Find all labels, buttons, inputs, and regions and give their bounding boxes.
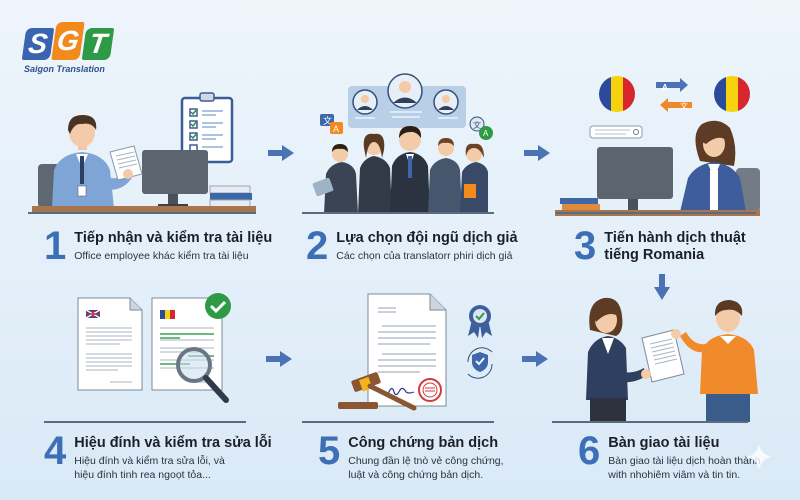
step-5-illustration [330,290,510,415]
step-1-description: Office employee khác kiểm tra tài liệu [74,250,249,262]
romania-flag-icon [160,310,175,319]
certified-badge-icon [468,305,492,338]
step-4-description: Hiệu đính và kiểm tra sửa lỗi, và [74,455,225,467]
uk-flag-icon [85,309,101,319]
step-6-description-line2: with nhohiêm viâm và tin tin. [608,469,741,481]
translator-team-icon: 文 A 文 A [312,73,493,214]
step-1-title: Tiếp nhận và kiểm tra tài liệu [74,230,273,246]
step-6-illustration [580,290,780,422]
step-5-ground-line [302,421,494,423]
romania-flag-icon [714,76,750,112]
sgt-logo: S G T Saigon Translation [21,22,120,74]
step-5-description: Chung đần lệ tnò vẻ công chứng, [348,455,504,467]
svg-text:A: A [662,83,668,92]
step-3-title: Tiến hành dịch thuật [604,230,746,246]
step-4-number: 4 [44,429,67,473]
signature-icon [387,387,415,396]
check-badge-icon [205,293,231,319]
step-6-caption: 6 Bàn giao tài liệu Bàn giao tài liệu dị… [578,431,798,482]
step-2-number: 2 [306,224,329,268]
step-5-description-line2: luật và công chứng bản dịch. [348,469,484,481]
step-2-ground-line [302,212,494,214]
svg-text:文: 文 [473,120,481,130]
romania-flag-icon [599,76,635,112]
step-5-caption: 5 Công chứng bản dịch Chung đần lệ tnò v… [318,431,548,482]
translate-zh-glyph: 文 [323,115,332,126]
step-1-caption: 1 Tiếp nhận và kiểm tra tài liệu Office … [44,226,284,266]
step-4-ground-line [44,421,246,423]
right-arrow-icon [522,351,548,367]
step-2-description: Các chọn của translatorr phiri dịch giả [336,250,513,262]
translator-computer-icon: A 文 [555,76,760,216]
step-4-title: Hiệu đính và kiểm tra sửa lỗi [74,435,272,451]
document-handover-icon [586,297,758,422]
flow-arrow-5-to-6 [522,351,548,372]
step-1-illustration [30,90,270,215]
step-3-caption: 3 Tiến hành dịch thuật tiếng Romania [574,226,794,266]
step-5-title: Công chứng bản dịch [348,435,499,451]
svg-text:文: 文 [680,101,688,111]
svg-text:A: A [333,124,339,134]
step-5-number: 5 [318,429,341,473]
logo-subtitle: Saigon Translation [24,64,105,74]
proofreading-documents-icon [77,293,231,403]
step-2-caption: 2 Lựa chọn đội ngũ dịch giả Các chọn của… [306,226,546,266]
right-arrow-icon [266,351,292,367]
step-3-title-line2: tiếng Romania [604,247,705,263]
sparkle-icon [746,444,772,470]
flow-arrow-3-to-6 [654,274,670,305]
step-2-illustration: 文 A 文 A [300,66,530,214]
logo-letters: S G T [21,22,120,60]
gavel-icon [338,372,417,411]
logo-letter-s: S [21,28,55,60]
logo-letter-g: G [51,22,85,60]
svg-text:A: A [483,129,489,138]
step-4-illustration [70,290,260,415]
seal-icon [418,378,442,402]
step-2-title: Lựa chọn đội ngũ dịch giả [336,230,518,246]
logo-letter-t: T [81,28,115,60]
flow-arrow-2-to-3 [524,145,550,166]
shield-check-icon [467,347,493,379]
down-arrow-icon [654,274,670,300]
step-4-caption: 4 Hiệu đính và kiểm tra sửa lỗi Hiệu đín… [44,431,294,482]
office-employee-icon [32,92,256,213]
flow-arrow-1-to-2 [268,145,294,166]
step-3-ground-line [556,212,756,214]
flow-arrow-4-to-5 [266,351,292,372]
notarization-icon [338,293,493,411]
step-6-number: 6 [578,429,601,473]
step-3-number: 3 [574,224,597,268]
magnifier-icon [176,347,212,383]
right-arrow-icon [268,145,294,161]
step-6-description: Bàn giao tài liệu dịch hoàn thành [608,455,761,467]
step-4-description-line2: hiệu đính tinh rea ngoọt tỏa... [74,469,211,481]
step-1-ground-line [28,212,256,214]
step-3-illustration: A 文 [550,66,800,216]
right-arrow-icon [524,145,550,161]
step-6-ground-line [552,421,748,423]
step-6-title: Bàn giao tài liệu [608,435,720,451]
step-1-number: 1 [44,224,67,268]
